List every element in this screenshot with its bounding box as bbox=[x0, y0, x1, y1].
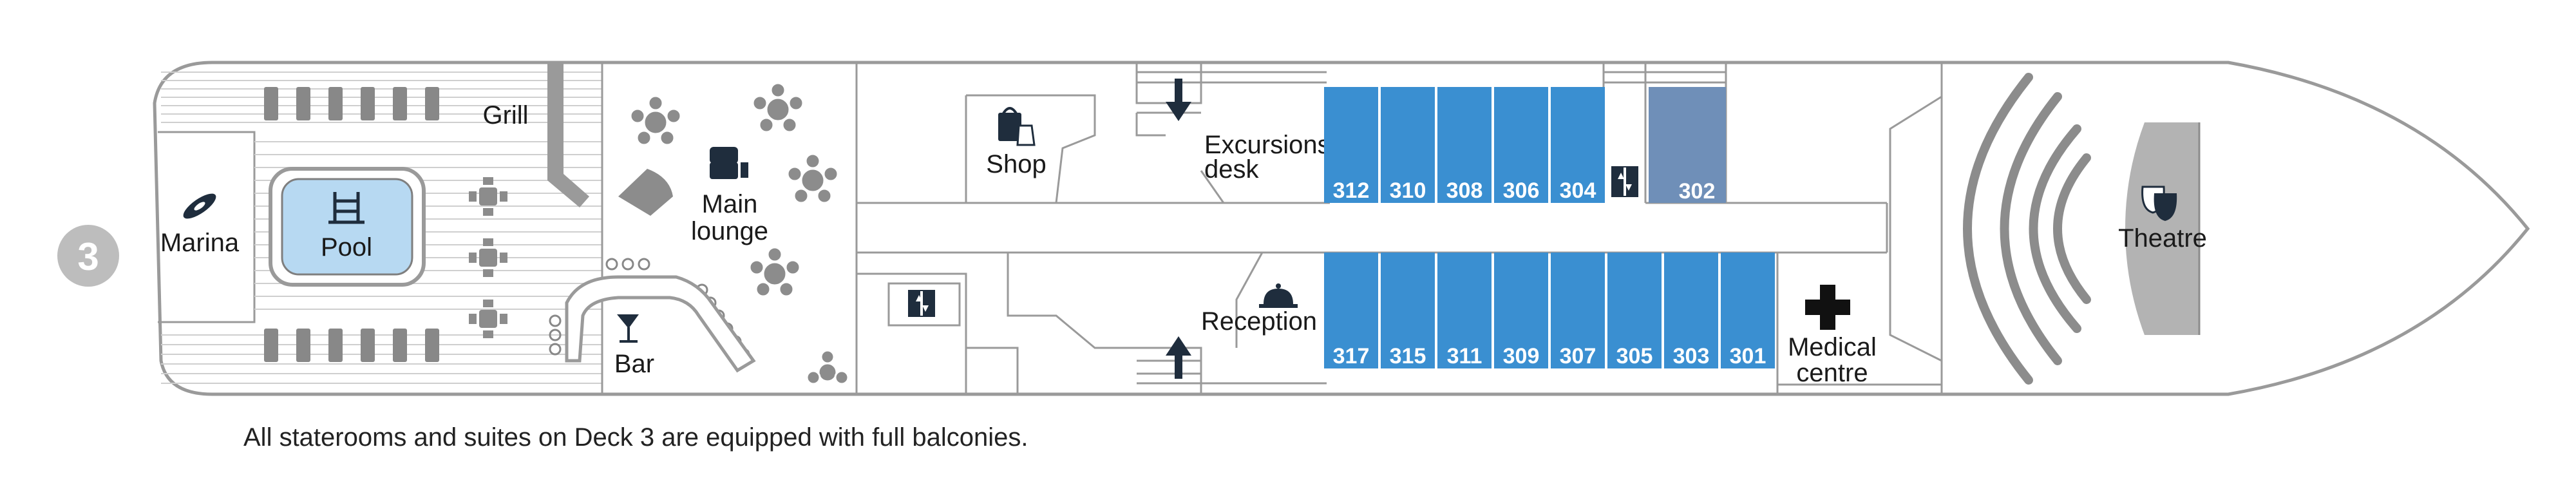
cabin-number: 307 bbox=[1560, 344, 1596, 368]
medical-label-line2: centre bbox=[1796, 359, 1868, 387]
main-lounge-label-line1: Main bbox=[702, 190, 758, 218]
cabin-block bbox=[1437, 253, 1492, 368]
hull-outline bbox=[153, 61, 2530, 396]
shopping-bag-icon bbox=[998, 107, 1036, 146]
cocktail-icon bbox=[617, 314, 639, 343]
cabin-number: 304 bbox=[1560, 178, 1596, 203]
theatre-seating bbox=[1963, 73, 2091, 385]
deck-footnote: All staterooms and suites on Deck 3 are … bbox=[243, 423, 1028, 452]
main-lounge-label-line2: lounge bbox=[691, 217, 768, 245]
cabin-block bbox=[1381, 253, 1435, 368]
cabin-number: 311 bbox=[1447, 344, 1482, 368]
arrow-up-icon bbox=[1166, 336, 1191, 379]
piano-icon bbox=[618, 169, 673, 216]
pool-ladder-icon bbox=[328, 192, 365, 224]
cabin[interactable]: 310 bbox=[1381, 87, 1435, 203]
cabin-block bbox=[1551, 253, 1605, 368]
shop-label: Shop bbox=[986, 150, 1046, 178]
cabin-block bbox=[1381, 87, 1435, 203]
cabin-number: 312 bbox=[1333, 178, 1370, 203]
grill-tables bbox=[469, 177, 507, 338]
deck-number: 3 bbox=[77, 235, 99, 278]
cabin[interactable]: 303 bbox=[1664, 253, 1718, 368]
cabin[interactable]: 309 bbox=[1494, 253, 1548, 368]
marina-label: Marina bbox=[160, 229, 240, 257]
cabin-block bbox=[1551, 87, 1605, 203]
marina-area bbox=[158, 131, 256, 323]
cabin-number: 310 bbox=[1390, 178, 1426, 203]
excursions-label-line1: Excursions bbox=[1204, 131, 1331, 159]
cabin-block bbox=[1721, 253, 1775, 368]
cabin-number: 303 bbox=[1673, 344, 1710, 368]
cabin-suite[interactable]: 302 bbox=[1649, 87, 1726, 204]
cabin-number: 301 bbox=[1730, 344, 1766, 368]
excursions-label-line2: desk bbox=[1204, 155, 1259, 184]
pool: Pool bbox=[269, 167, 426, 287]
sun-loungers-bottom bbox=[264, 329, 439, 362]
cabin-number: 315 bbox=[1390, 344, 1426, 368]
cabin[interactable]: 317 bbox=[1324, 253, 1378, 368]
elevator-icon bbox=[908, 290, 935, 317]
cabin[interactable]: 306 bbox=[1494, 87, 1548, 203]
bell-icon bbox=[1259, 283, 1298, 308]
cabin-number: 302 bbox=[1679, 179, 1716, 204]
cabin-number: 317 bbox=[1333, 344, 1370, 368]
bar-counter bbox=[565, 275, 756, 373]
cabin[interactable]: 301 bbox=[1721, 253, 1775, 368]
cabin[interactable]: 305 bbox=[1607, 253, 1662, 368]
cabin[interactable]: 307 bbox=[1551, 253, 1605, 368]
bar-label: Bar bbox=[614, 350, 654, 378]
cabin-block bbox=[1437, 87, 1492, 203]
elevator-icon bbox=[1611, 166, 1638, 197]
kayak-icon bbox=[183, 193, 216, 219]
cabin-number: 308 bbox=[1446, 178, 1483, 203]
medical-cross-icon bbox=[1805, 285, 1850, 330]
deck-badge: 3 bbox=[57, 225, 119, 287]
theatre-stage bbox=[2125, 122, 2199, 335]
cabin-block bbox=[1607, 253, 1662, 368]
cabin-block bbox=[1494, 87, 1548, 203]
cabin-number: 305 bbox=[1616, 344, 1653, 368]
cabin-block bbox=[1324, 253, 1378, 368]
cabins-top-row: 312 310 308 306 304 bbox=[1324, 87, 1605, 203]
cabin-block bbox=[1664, 253, 1718, 368]
armchair-icon bbox=[710, 147, 748, 179]
pool-label: Pool bbox=[321, 233, 372, 262]
cabins-bottom-row: 317 315 311 309 307 305 303 301 bbox=[1324, 253, 1775, 368]
cabin[interactable]: 308 bbox=[1437, 87, 1492, 203]
cabin[interactable]: 312 bbox=[1324, 87, 1378, 203]
theatre-label: Theatre bbox=[2118, 224, 2207, 253]
reception-label: Reception bbox=[1201, 307, 1317, 336]
cabin[interactable]: 315 bbox=[1381, 253, 1435, 368]
cabin[interactable]: 304 bbox=[1551, 87, 1605, 203]
grill-counter bbox=[547, 62, 589, 207]
arrow-down-icon bbox=[1166, 79, 1191, 121]
grill-label: Grill bbox=[482, 101, 528, 129]
medical-label-line1: Medical bbox=[1788, 333, 1877, 361]
cabin-block bbox=[1494, 253, 1548, 368]
theatre-masks-icon bbox=[2141, 186, 2177, 221]
cabin[interactable]: 311 bbox=[1437, 253, 1492, 368]
lounge-tables bbox=[629, 82, 849, 385]
cabin-block bbox=[1324, 87, 1378, 203]
cabin-number: 306 bbox=[1503, 178, 1540, 203]
sun-loungers-top bbox=[264, 87, 439, 120]
cabin-number: 309 bbox=[1503, 344, 1540, 368]
